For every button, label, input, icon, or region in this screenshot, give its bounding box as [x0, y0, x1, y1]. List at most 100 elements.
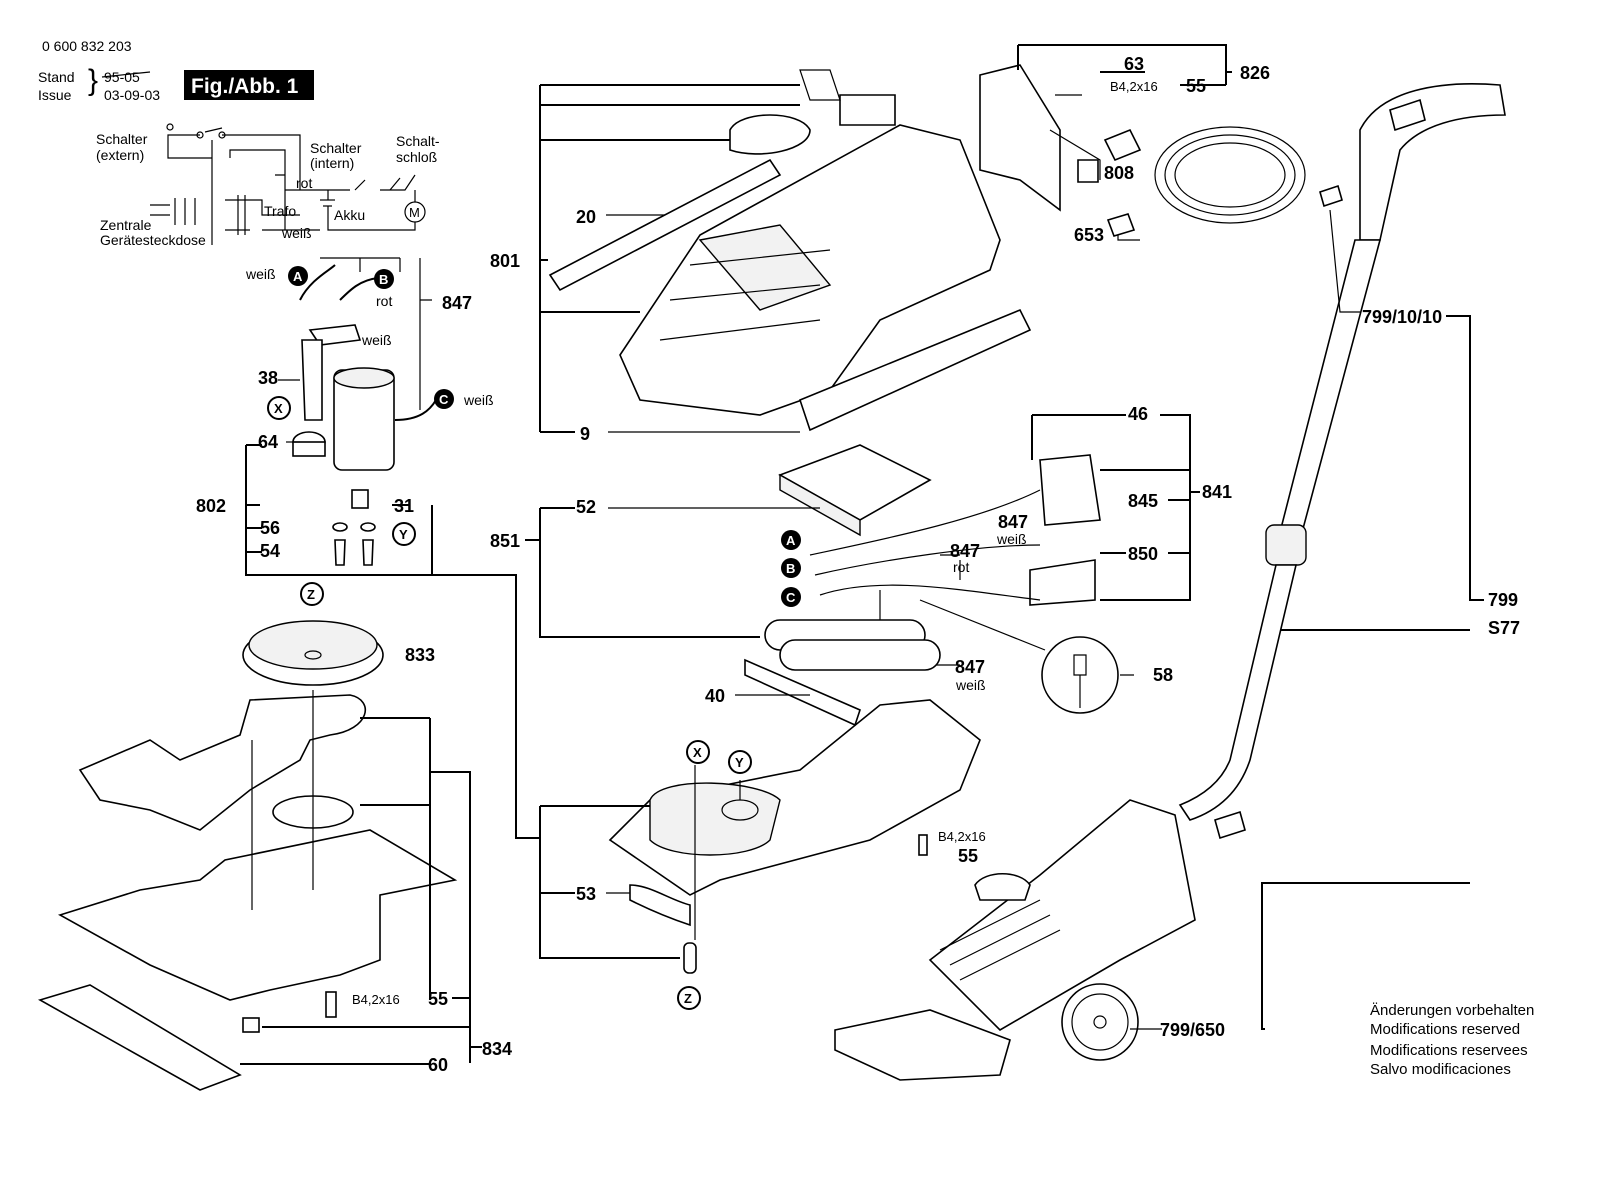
part-labels: 20 801 9 63 B4,2x16 55 826 808 653 799/1…: [196, 54, 1520, 1075]
marker-c-motor-label: C: [439, 392, 449, 407]
part-847-white: 847: [955, 657, 985, 677]
part-834: 834: [482, 1039, 512, 1059]
wire-label-rot-b: rot: [376, 293, 392, 309]
marker-y-base-label: Y: [735, 755, 744, 770]
electronics-assembly: [525, 414, 1200, 714]
marker-b-electronics-label: B: [786, 561, 795, 576]
marker-x-motor: [267, 396, 291, 420]
part-52: 52: [576, 497, 596, 517]
part-55-blade: 55: [428, 989, 448, 1009]
trolley-body: [928, 799, 1196, 1032]
part-63: 63: [1124, 54, 1144, 74]
part-31: 31: [394, 496, 414, 516]
switch-external-label: Schalter: [96, 131, 148, 147]
part-845: 845: [1128, 491, 1158, 511]
note-en: Modifications reserved: [1370, 1021, 1520, 1038]
marker-c-electronics: [781, 587, 801, 607]
blade-nut: [242, 1017, 260, 1033]
marker-y-motor-label: Y: [399, 527, 408, 542]
connection-markers: A B C X Y Z A B C X Y Z: [267, 266, 801, 1010]
lower-blade: [57, 829, 458, 1001]
part-826: 826: [1240, 63, 1270, 83]
switch-internal-sub: (intern): [310, 155, 354, 171]
key-switch-label: Schalt-: [396, 133, 440, 149]
part-833: 833: [405, 645, 435, 665]
trolley-label: [1319, 184, 1343, 208]
handle-grip: [1359, 83, 1506, 241]
part-653: 653: [1074, 225, 1104, 245]
issue-label: Issue: [38, 87, 72, 103]
label-plate: [1077, 159, 1099, 183]
upper-housing: [539, 44, 1306, 433]
marker-a-motor: [288, 266, 308, 286]
circuit-board: [1029, 559, 1096, 606]
brace-glyph: }: [88, 64, 98, 97]
wire-label-weiss-clip: weiß: [361, 332, 392, 348]
marker-x-motor-label: X: [274, 401, 283, 416]
header: 0 600 832 203 Stand Issue } 95-05 03-09-…: [38, 38, 314, 103]
washer: [332, 522, 348, 532]
marker-b-motor-label: B: [379, 272, 388, 287]
part-801: 801: [490, 251, 520, 271]
switch-slider: [839, 94, 896, 126]
upper-tube: [1276, 239, 1382, 541]
strike-line: [101, 71, 151, 78]
part-46: 46: [1128, 404, 1148, 424]
part-799-10-10: 799/10/10: [1362, 307, 1442, 327]
switch-button: [729, 114, 811, 155]
plug: [1103, 128, 1142, 162]
seal-strip: [548, 158, 782, 292]
part-847-switch: 847: [998, 512, 1028, 532]
part-55-base: 55: [958, 846, 978, 866]
washer: [360, 522, 376, 532]
part-S77: S77: [1488, 618, 1520, 638]
marker-b-motor: [374, 269, 394, 289]
part-38: 38: [258, 368, 278, 388]
switch-contact: [166, 123, 174, 131]
trolley-assembly: [834, 83, 1506, 1081]
battery-strip: [744, 658, 861, 727]
bottom-strip: [799, 308, 1032, 432]
note-de: Änderungen vorbehalten: [1370, 1002, 1534, 1019]
screw: [362, 539, 374, 566]
note-fr: Modifications reservees: [1370, 1042, 1528, 1059]
battery-label: Akku: [334, 207, 365, 223]
marker-c-electronics-label: C: [786, 590, 796, 605]
part-9: 9: [580, 424, 590, 444]
wheel: [1061, 983, 1139, 1061]
trolley-blade: [834, 1009, 1011, 1081]
wire-label-rot-battery: rot: [953, 559, 969, 575]
switch-external-sub: (extern): [96, 147, 144, 163]
brush-holder: [301, 339, 323, 421]
filter-pad: [778, 444, 932, 521]
blade-cover: [37, 984, 242, 1091]
wire-color-labels: weiß rot weiß weiß weiß rot weiß: [245, 266, 1027, 693]
marker-z-base-label: Z: [684, 991, 692, 1006]
part-54: 54: [260, 541, 280, 561]
base-screw: [918, 834, 928, 856]
modification-notes: Änderungen vorbehalten Modifications res…: [1370, 1002, 1534, 1078]
tube-clamp: [1265, 524, 1307, 566]
connector: [1106, 213, 1136, 237]
motor-well: [649, 782, 781, 856]
blade-screw: [325, 991, 337, 1018]
key-switch-sub: schloß: [396, 149, 437, 165]
wiring-schematic: M Schalter (extern) Schalter (intern) Sc…: [96, 123, 440, 248]
pinion: [351, 489, 369, 509]
lower-tube: [1178, 564, 1298, 821]
marker-x-base-label: X: [693, 745, 702, 760]
marker-z-base: [677, 986, 701, 1010]
blade-assembly: [37, 620, 482, 1091]
part-53: 53: [576, 884, 596, 904]
motor-symbol-label: M: [409, 205, 420, 220]
switch-contact: [218, 131, 226, 139]
part-56: 56: [260, 518, 280, 538]
switch-module: [1039, 454, 1101, 526]
marker-y-motor: [392, 522, 416, 546]
marker-x-base: [686, 740, 710, 764]
part-808: 808: [1104, 163, 1134, 183]
socket-label-2: Gerätesteckdose: [100, 232, 206, 248]
marker-a-electronics: [781, 530, 801, 550]
socket-label-1: Zentrale: [100, 217, 152, 233]
